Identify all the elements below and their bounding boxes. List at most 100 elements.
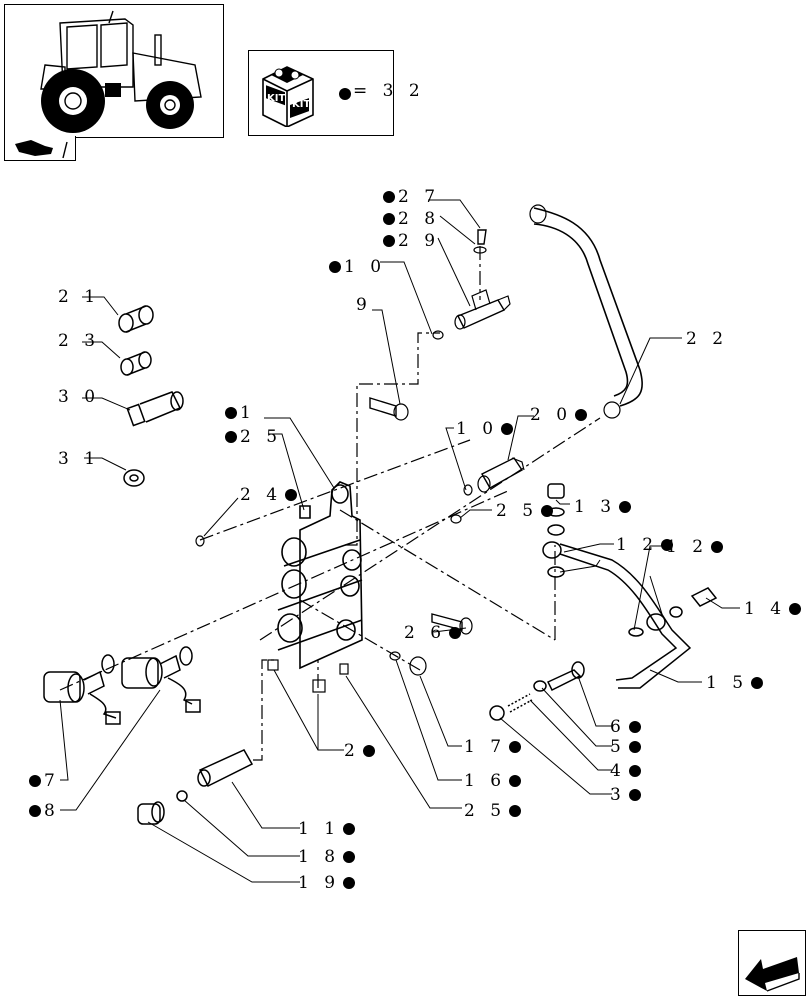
callout-number: 2 9 — [398, 231, 441, 251]
callout-26[interactable]: 2 6 — [404, 624, 464, 642]
callout-number: 2 8 — [398, 209, 441, 229]
callout-number: 1 5 — [706, 673, 749, 693]
callout-number: 1 — [240, 403, 256, 423]
kit-dot-icon — [383, 190, 395, 203]
callout-30[interactable]: 3 0 — [58, 388, 100, 406]
callout-21[interactable]: 2 1 — [58, 288, 100, 306]
callout-number: 1 0 — [344, 257, 387, 277]
tractor-thumbnail[interactable] — [4, 4, 224, 138]
callout-18[interactable]: 1 8 — [298, 848, 358, 866]
callout-12b[interactable]: 1 2 — [666, 538, 726, 556]
tractor-icon — [40, 10, 202, 133]
callout-number: 2 1 — [58, 287, 101, 307]
callout-25b[interactable]: 2 5 — [496, 502, 556, 520]
callout-number: 1 4 — [744, 599, 787, 619]
arrow-back-icon — [745, 957, 800, 992]
callout-14[interactable]: 1 4 — [744, 600, 804, 618]
callout-number: 2 5 — [464, 801, 507, 821]
part-21 — [118, 305, 154, 333]
kit-dot-icon — [343, 876, 356, 889]
callout-number: 1 2 — [616, 535, 659, 555]
callout-27[interactable]: 2 7 — [380, 188, 440, 206]
callout-number: 1 0 — [456, 419, 499, 439]
kit-dot-icon — [29, 804, 41, 817]
callout-16[interactable]: 1 6 — [464, 772, 524, 790]
callout-22[interactable]: 2 2 — [686, 330, 728, 348]
callout-13[interactable]: 1 3 — [574, 498, 634, 516]
kit-dot-icon — [383, 212, 395, 225]
kit-legend-text: = 3 2 — [353, 81, 425, 101]
kit-dot-icon — [225, 430, 237, 443]
callout-5[interactable]: 5 — [610, 738, 644, 756]
kit-dot-icon — [225, 406, 237, 419]
kit-dot-icon — [541, 504, 554, 517]
callout-29[interactable]: 2 9 — [380, 232, 440, 250]
callout-number: 3 1 — [58, 449, 101, 469]
kit-dot-icon — [501, 422, 514, 435]
kit-dot-icon — [343, 850, 356, 863]
callout-10a[interactable]: 1 0 — [326, 258, 386, 276]
kit-dot-icon — [329, 260, 341, 273]
callout-24[interactable]: 2 4 — [240, 486, 300, 504]
kit-dot-icon — [628, 788, 641, 801]
kit-dot-icon — [449, 626, 462, 639]
back-arrow-button[interactable] — [738, 930, 806, 996]
callout-number: 1 3 — [574, 497, 617, 517]
kit-dot-icon — [711, 540, 724, 553]
callout-7[interactable]: 7 — [26, 772, 60, 790]
callout-2[interactable]: 2 — [344, 742, 378, 760]
kit-dot-icon — [628, 764, 641, 777]
callout-10b[interactable]: 1 0 — [456, 420, 516, 438]
callout-8[interactable]: 8 — [26, 802, 60, 820]
callout-number: 2 5 — [240, 427, 283, 447]
kit-dot-icon — [619, 500, 632, 513]
callout-17[interactable]: 1 7 — [464, 738, 524, 756]
kit-dot-icon — [285, 488, 298, 501]
callout-number: 1 2 — [666, 537, 709, 557]
kit-dot-icon — [383, 234, 395, 247]
callout-20[interactable]: 2 0 — [530, 406, 590, 424]
callout-11[interactable]: 1 1 — [298, 820, 358, 838]
kit-legend: KIT KIT = 3 2 — [248, 50, 420, 136]
callout-number: 1 7 — [464, 737, 507, 757]
callout-number: 1 9 — [298, 873, 341, 893]
kit-label: KIT — [267, 93, 285, 104]
callout-number: 3 — [610, 785, 626, 805]
callout-number: 2 7 — [398, 187, 441, 207]
callout-28[interactable]: 2 8 — [380, 210, 440, 228]
callout-23[interactable]: 2 3 — [58, 332, 100, 350]
kit-dot-icon — [362, 744, 375, 757]
hand-pointer-icon — [15, 140, 68, 159]
callout-25a[interactable]: 2 5 — [222, 428, 282, 446]
callout-9[interactable]: 9 — [356, 296, 372, 314]
callout-15[interactable]: 1 5 — [706, 674, 766, 692]
callout-number: 2 2 — [686, 329, 729, 349]
callout-1[interactable]: 1 — [222, 404, 256, 422]
kit-dot-icon — [29, 774, 41, 787]
kit-dot-icon — [628, 720, 641, 733]
callout-31[interactable]: 3 1 — [58, 450, 100, 468]
callout-number: 8 — [44, 801, 60, 821]
kit-dot-icon — [789, 602, 802, 615]
kit-dot-icon — [509, 804, 522, 817]
kit-dot-icon — [343, 822, 356, 835]
callout-number: 1 1 — [298, 819, 341, 839]
thumbnail-tab[interactable] — [4, 136, 76, 161]
callout-25c[interactable]: 2 5 — [464, 802, 524, 820]
callout-19[interactable]: 1 9 — [298, 874, 358, 892]
kit-dot-icon — [661, 538, 674, 551]
callout-3[interactable]: 3 — [610, 786, 644, 804]
callout-6[interactable]: 6 — [610, 718, 644, 736]
callout-number: 4 — [610, 761, 626, 781]
callout-12a[interactable]: 1 2 — [616, 536, 676, 554]
kit-dot-icon — [339, 88, 351, 100]
callout-number: 2 5 — [496, 501, 539, 521]
callout-number: 2 — [344, 741, 360, 761]
kit-dot-icon — [509, 740, 522, 753]
callout-number: 2 4 — [240, 485, 283, 505]
callout-number: 6 — [610, 717, 626, 737]
callout-number: 7 — [44, 771, 60, 791]
callout-4[interactable]: 4 — [610, 762, 644, 780]
